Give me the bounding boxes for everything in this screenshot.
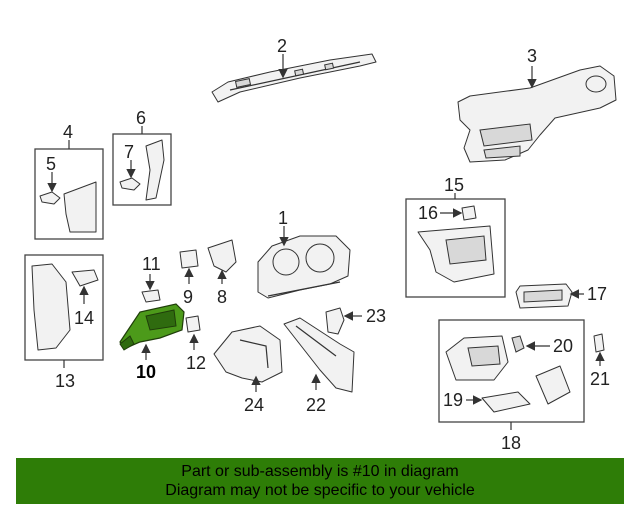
banner-line-1: Part or sub-assembly is #10 in diagram: [181, 463, 459, 480]
callout-15: 15: [444, 175, 464, 195]
callout-22: 22: [306, 395, 326, 415]
callout-18: 18: [501, 433, 521, 453]
callout-17: 17: [587, 284, 607, 304]
callout-23: 23: [366, 306, 386, 326]
banner-line-2: Diagram may not be specific to your vehi…: [165, 482, 475, 499]
callout-24: 24: [244, 395, 264, 415]
callout-4: 4: [63, 122, 73, 142]
callout-1: 1: [278, 208, 288, 228]
callout-11: 11: [142, 254, 161, 274]
callout-19: 19: [443, 390, 463, 410]
callout-9: 9: [183, 287, 193, 307]
group-4[interactable]: 4 5: [34, 122, 104, 240]
part-23[interactable]: 23: [325, 306, 386, 335]
part-22[interactable]: 22: [283, 317, 355, 415]
part-21[interactable]: 21: [590, 333, 610, 389]
callout-3: 3: [527, 46, 537, 66]
part-10-highlighted[interactable]: 10: [119, 303, 185, 382]
callout-16: 16: [418, 203, 438, 223]
callout-7: 7: [124, 142, 134, 162]
part-17[interactable]: 17: [515, 283, 607, 309]
callout-14: 14: [74, 308, 94, 328]
part-8[interactable]: 8: [207, 239, 237, 307]
group-18[interactable]: 18 20 19: [438, 319, 585, 453]
part-24[interactable]: 24: [213, 325, 283, 415]
part-11[interactable]: 11: [141, 254, 161, 303]
part-12[interactable]: 12: [185, 315, 206, 373]
part-9[interactable]: 9: [179, 249, 199, 307]
callout-2: 2: [277, 36, 287, 56]
group-15[interactable]: 15 16: [405, 175, 506, 298]
callout-8: 8: [217, 287, 227, 307]
part-2-rail[interactable]: 2: [211, 36, 377, 103]
callout-20: 20: [553, 336, 573, 356]
part-1-cluster-hood[interactable]: 1: [257, 208, 351, 299]
group-6[interactable]: 6 7: [112, 108, 172, 206]
callout-13: 13: [55, 371, 75, 391]
parts-diagram: 2 3 4 5 6 7 1: [24, 36, 617, 453]
part-3-dash-panel[interactable]: 3: [457, 46, 617, 163]
callout-12: 12: [186, 353, 206, 373]
info-banner: Part or sub-assembly is #10 in diagram D…: [16, 458, 624, 504]
callout-10: 10: [136, 362, 156, 382]
group-13[interactable]: 13 14: [24, 254, 104, 391]
callout-5: 5: [46, 154, 56, 174]
callout-6: 6: [136, 108, 146, 128]
callout-21: 21: [590, 369, 610, 389]
